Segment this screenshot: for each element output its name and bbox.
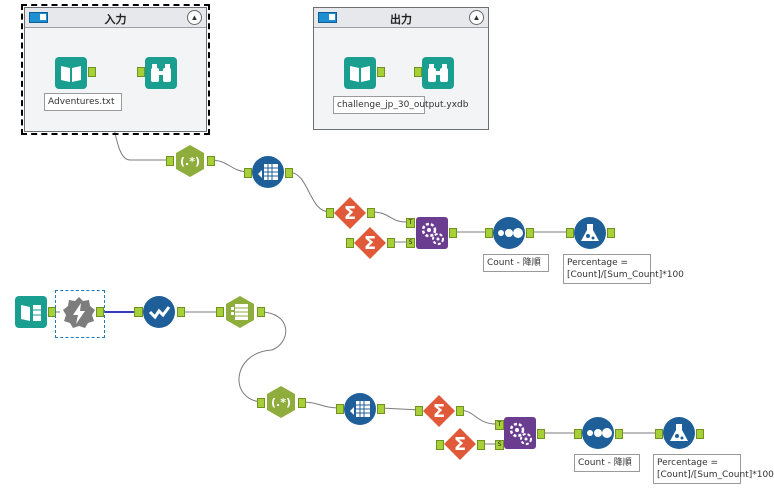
output-anchor[interactable] xyxy=(177,307,185,317)
input-anchor[interactable] xyxy=(257,398,265,408)
output-anchor[interactable] xyxy=(615,429,623,439)
input-anchor[interactable] xyxy=(655,429,663,439)
summarize-tool[interactable]: Σ xyxy=(422,394,456,428)
output-anchor[interactable] xyxy=(285,168,293,178)
output-anchor[interactable] xyxy=(257,307,265,317)
target-anchor[interactable]: T xyxy=(495,420,504,430)
svg-text:Σ: Σ xyxy=(364,233,376,254)
sort-tool[interactable] xyxy=(581,416,615,450)
browse-tool[interactable] xyxy=(144,56,178,90)
source-anchor[interactable]: S xyxy=(406,238,415,248)
formula-tool[interactable] xyxy=(573,216,607,250)
summarize-tool[interactable]: Σ xyxy=(333,196,367,230)
input-anchor[interactable] xyxy=(485,228,493,238)
output-anchor[interactable] xyxy=(537,429,545,439)
output-data-tool[interactable] xyxy=(343,56,377,90)
input-anchor[interactable] xyxy=(436,440,444,450)
output-anchor[interactable] xyxy=(207,156,215,166)
formula-annotation: Percentage = [Count]/[Sum_Count]*100 xyxy=(563,254,684,284)
input-anchor[interactable] xyxy=(574,429,582,439)
output-anchor[interactable] xyxy=(367,208,375,218)
svg-text:(.*): (.*) xyxy=(271,396,291,409)
append-fields-tool[interactable] xyxy=(415,216,449,250)
sort-tool[interactable] xyxy=(492,216,526,250)
input-anchor[interactable] xyxy=(166,156,174,166)
output-anchor[interactable] xyxy=(456,406,464,416)
browse-tool[interactable] xyxy=(421,56,455,90)
svg-text:(.*): (.*) xyxy=(180,155,200,168)
input-anchor[interactable] xyxy=(415,406,423,416)
svg-text:Σ: Σ xyxy=(344,203,356,224)
input-anchor[interactable] xyxy=(336,404,344,414)
sort-annotation: Count - 降順 xyxy=(483,254,549,272)
wire-texttocol-summ1 xyxy=(287,171,331,213)
output-anchor[interactable] xyxy=(377,404,385,414)
select-tool[interactable] xyxy=(142,295,176,329)
output-anchor[interactable] xyxy=(88,67,96,77)
collapse-icon[interactable]: ▲ xyxy=(469,10,484,25)
sort-annotation: Count - 降順 xyxy=(574,454,640,472)
input-container[interactable]: 入力 ▲ xyxy=(21,4,210,135)
input-file-annotation: Adventures.txt xyxy=(44,93,122,111)
output-anchor[interactable] xyxy=(607,228,615,238)
output-anchor[interactable] xyxy=(96,307,104,317)
text-to-columns-tool[interactable] xyxy=(251,155,285,189)
input-anchor[interactable] xyxy=(137,67,145,77)
regex-tool[interactable]: (.*) xyxy=(264,385,298,419)
selection-box xyxy=(55,290,105,338)
input-anchor[interactable] xyxy=(326,208,334,218)
formula-annotation: Percentage = [Count]/[Sum_Count]*100 xyxy=(653,454,774,484)
container-header: 出力 ▲ xyxy=(314,8,488,28)
formula-tool[interactable] xyxy=(662,416,696,450)
output-anchor[interactable] xyxy=(449,228,457,238)
input-anchor[interactable] xyxy=(414,67,422,77)
output-anchor[interactable] xyxy=(377,67,385,77)
wire-ttc2-summ3 xyxy=(379,407,421,411)
output-anchor[interactable] xyxy=(298,398,306,408)
input-anchor[interactable] xyxy=(134,307,143,317)
output-anchor[interactable] xyxy=(696,429,704,439)
input-anchor[interactable] xyxy=(346,238,354,248)
target-anchor[interactable]: T xyxy=(406,218,415,228)
input-anchor[interactable] xyxy=(216,307,224,317)
svg-text:Σ: Σ xyxy=(433,401,445,422)
collapse-icon[interactable]: ▲ xyxy=(187,10,202,25)
output-anchor[interactable] xyxy=(477,440,485,450)
summarize-tool[interactable]: Σ xyxy=(353,226,387,260)
summarize-tool[interactable]: Σ xyxy=(443,427,477,461)
input-data-tool[interactable] xyxy=(54,56,88,90)
container-header: 入力 ▲ xyxy=(25,8,206,28)
output-anchor[interactable] xyxy=(526,228,534,238)
regex-tool[interactable]: (.*) xyxy=(173,144,207,178)
text-input-tool[interactable] xyxy=(14,295,48,329)
input-anchor[interactable] xyxy=(244,168,252,178)
container-title: 出力 xyxy=(390,13,412,26)
append-fields-tool[interactable] xyxy=(503,416,537,450)
container-title: 入力 xyxy=(104,13,127,26)
datetime-parse-tool[interactable] xyxy=(223,295,257,329)
wire-summ1-append xyxy=(371,211,407,223)
container-toggle[interactable] xyxy=(29,12,48,23)
output-anchor[interactable] xyxy=(387,238,395,248)
container-toggle[interactable] xyxy=(318,12,337,23)
source-anchor[interactable]: S xyxy=(495,440,504,450)
output-file-annotation: challenge_jp_30_output.yxdb xyxy=(333,96,468,114)
input-anchor[interactable] xyxy=(566,228,574,238)
dynamic-input-tool[interactable] xyxy=(62,296,96,330)
svg-text:Σ: Σ xyxy=(454,434,466,455)
wire-dt-parse xyxy=(238,311,287,403)
text-to-columns-tool[interactable] xyxy=(343,392,377,426)
